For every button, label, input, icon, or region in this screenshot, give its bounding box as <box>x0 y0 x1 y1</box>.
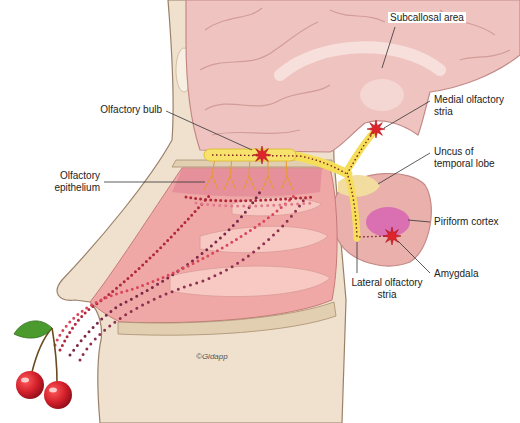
nasal-cavity <box>90 168 337 323</box>
structure-label: Uncus of temporal lobe <box>434 146 506 169</box>
lateral-stria <box>348 176 357 238</box>
odour-particles <box>55 192 315 360</box>
subcallosal-region <box>360 79 404 111</box>
olfactory-bulb <box>204 149 296 161</box>
activation-star <box>383 227 401 245</box>
corpus-callosum <box>280 47 440 75</box>
region-label: Subcallosal area <box>388 12 478 24</box>
epithelium <box>172 169 322 197</box>
structure-label: Lateral olfactory stria <box>343 277 431 300</box>
cerebrum <box>186 0 520 152</box>
inferior-concha <box>170 266 330 297</box>
structure-label: Olfactory bulb <box>82 104 162 116</box>
leader-lines <box>104 27 430 273</box>
middle-concha <box>200 226 328 253</box>
olfactory-tract <box>290 155 348 174</box>
structure-label: Olfactory epithelium <box>40 170 100 193</box>
temporal-lobe <box>331 174 431 266</box>
structure-label: Medial olfactory stria <box>434 94 514 117</box>
medial-stria <box>346 130 376 172</box>
palate <box>118 302 336 335</box>
gyri <box>200 8 510 135</box>
structure-label: Amygdala <box>434 268 504 280</box>
activation-star <box>253 146 271 164</box>
watermark: ©Gidapp <box>196 352 256 361</box>
structure-label: Piriform cortex <box>434 216 516 228</box>
uncus <box>338 175 380 197</box>
cherries <box>14 321 72 409</box>
activation-star <box>367 120 385 138</box>
olfactory-nerve-fibres <box>204 158 293 190</box>
